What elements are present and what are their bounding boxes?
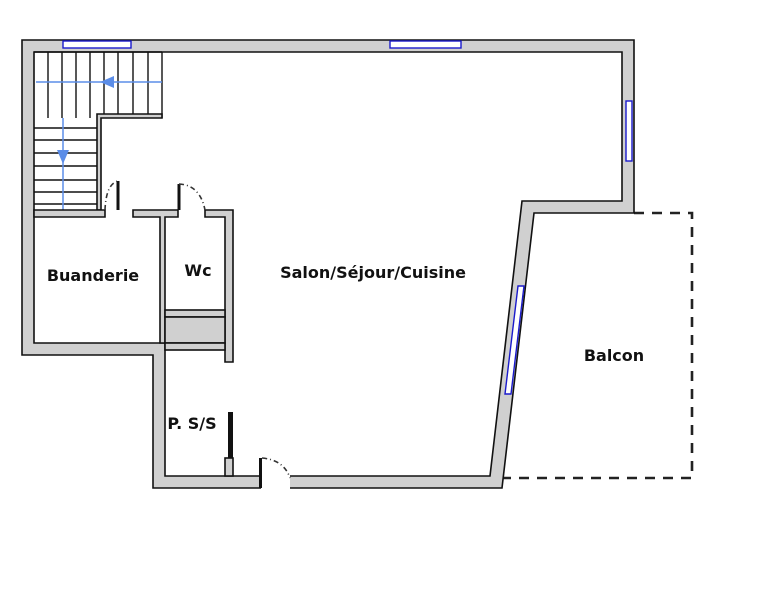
pss-right-wall-low: [224, 457, 234, 477]
balcony-outline: [500, 211, 694, 480]
room-label-pss: P. S/S: [167, 414, 216, 433]
stair-arrow-left-icon: [100, 76, 114, 88]
room-label-wc: Wc: [184, 261, 211, 280]
stair-arrow-down-icon: [57, 150, 69, 164]
window-top-left: [62, 40, 132, 49]
entrance-gap: [261, 475, 290, 489]
wc-right-wall: [204, 209, 234, 363]
buanderie-door-swing: [104, 180, 119, 211]
buanderie-top-wall: [33, 209, 106, 218]
wc-divider: [164, 309, 226, 318]
room-label-balcon: Balcon: [584, 346, 644, 365]
window-top-center: [389, 40, 462, 49]
window-right: [625, 100, 633, 162]
window-balcony: [504, 285, 525, 395]
entrance-door-swing: [261, 457, 291, 479]
room-label-salon: Salon/Séjour/Cuisine: [280, 263, 466, 282]
wc-door-swing: [178, 183, 206, 211]
pss-top-wall: [164, 342, 226, 351]
room-label-buanderie: Buanderie: [47, 266, 139, 285]
pss-door-leaf: [228, 412, 233, 458]
duct-box: [164, 316, 226, 344]
outer-wall: [21, 39, 635, 489]
staircase: [34, 51, 163, 210]
entrance-door-leaf: [259, 458, 262, 488]
